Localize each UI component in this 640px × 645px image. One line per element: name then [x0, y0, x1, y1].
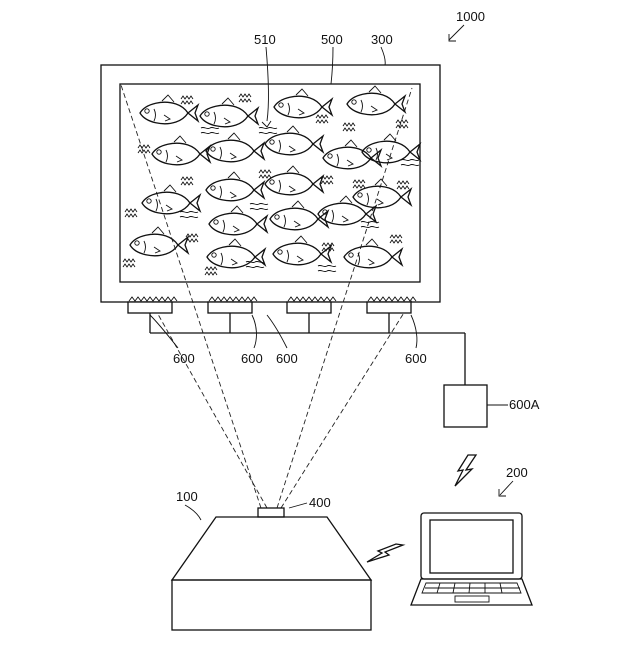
fish-icon — [142, 185, 200, 214]
label-sensor-4: 600 — [405, 351, 427, 366]
fish-icon — [274, 89, 332, 118]
sensor-unit — [287, 297, 336, 313]
sensor-unit — [128, 297, 177, 313]
fish-icon — [200, 98, 258, 127]
water-ripple-icon — [390, 235, 402, 243]
water-ripple-icon — [353, 180, 365, 188]
arrow-icon — [449, 25, 464, 41]
water-ripple-icon — [239, 94, 251, 102]
label-sensor-2: 600 — [241, 351, 263, 366]
swim-trail — [259, 127, 277, 133]
controller-box — [444, 385, 487, 427]
water-ripple-icon — [123, 259, 135, 267]
sensor-unit — [208, 297, 257, 313]
label-laptop: 200 — [506, 465, 528, 480]
leader-line — [381, 47, 385, 65]
swim-trail — [318, 265, 336, 271]
label-system: 1000 — [456, 9, 485, 24]
fish-icon — [265, 126, 323, 155]
water-ripple-icon — [181, 177, 193, 185]
swim-trail — [246, 261, 264, 267]
fish-icon — [152, 136, 210, 165]
fish-icon — [353, 179, 411, 208]
projection-lines — [121, 85, 412, 508]
label-display-panel: 300 — [371, 32, 393, 47]
water-ripple-icon — [138, 145, 150, 153]
fish-icon — [207, 239, 265, 268]
label-projector: 100 — [176, 489, 198, 504]
fish-icon — [347, 86, 405, 115]
arrow-icon — [499, 481, 513, 496]
arrowhead — [262, 121, 271, 127]
label-sensor-3: 600 — [276, 351, 298, 366]
leader-line — [185, 505, 201, 520]
sensor-unit — [367, 297, 416, 313]
water-ripple-icon — [322, 243, 334, 251]
fish-icon — [206, 133, 264, 162]
label-sensor-1: 600 — [173, 351, 195, 366]
water-ripple-icon — [396, 120, 408, 128]
swim-trail — [361, 221, 379, 227]
fish-icon — [318, 196, 376, 225]
swim-trail — [401, 159, 419, 165]
water-ripple-icon — [343, 123, 355, 131]
water-ripple-icon — [205, 267, 217, 275]
label-lens: 400 — [309, 495, 331, 510]
water-ripple-icon — [181, 96, 193, 104]
water-ripple-icon — [397, 181, 409, 189]
lightning-bolt-icon — [455, 455, 476, 486]
swim-trail — [250, 203, 268, 209]
swim-trail — [180, 211, 198, 217]
fish-icon — [206, 172, 264, 201]
fish-icon — [265, 166, 323, 195]
sensor-array — [128, 297, 416, 313]
water-ripple-icon — [316, 115, 328, 123]
fish-icon — [209, 206, 267, 235]
label-image-content: 510 — [254, 32, 276, 47]
lightning-bolt-icon — [367, 544, 403, 562]
water-ripple-icon — [125, 209, 137, 217]
sensor-wiring — [150, 313, 465, 385]
laptop — [411, 513, 532, 605]
fish-icon — [130, 227, 188, 256]
label-screen: 500 — [321, 32, 343, 47]
fish-school — [130, 86, 420, 268]
fish-icon — [344, 239, 402, 268]
projector — [172, 508, 371, 630]
sensor-leader-lines — [150, 315, 417, 348]
swim-trail — [201, 127, 219, 133]
label-controller: 600A — [509, 397, 540, 412]
leader-line — [289, 503, 307, 508]
water-ripple-icon — [259, 170, 271, 178]
